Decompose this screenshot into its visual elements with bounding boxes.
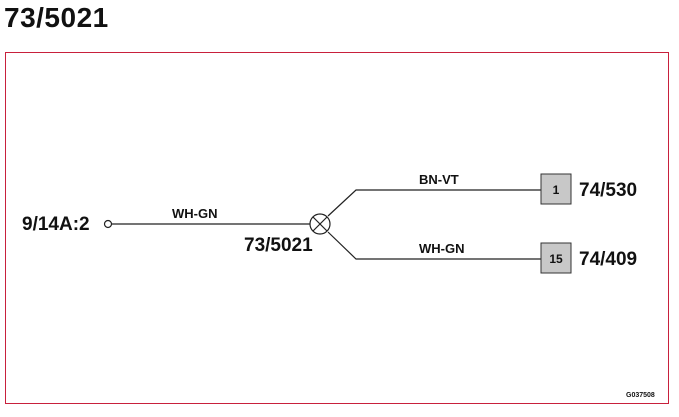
splice-label: 73/5021 bbox=[244, 235, 313, 256]
target-label-1: 74/530 bbox=[579, 180, 637, 201]
source-terminal-circle bbox=[103, 219, 113, 229]
connector-pin-label-2: 15 bbox=[549, 252, 563, 266]
branch-wire-2 bbox=[327, 231, 541, 260]
diagram-frame bbox=[5, 52, 669, 404]
splice-icon bbox=[309, 213, 331, 235]
branch-wire-1 bbox=[327, 189, 541, 217]
page-title: 73/5021 bbox=[4, 2, 109, 33]
branch-wire-label-1: BN-VT bbox=[419, 172, 459, 187]
connector-pin-box-1 bbox=[540, 173, 572, 205]
source-wire-label: WH-GN bbox=[172, 206, 218, 221]
connector-pin-box-2 bbox=[540, 242, 572, 274]
connector-pin-label-1: 1 bbox=[553, 183, 560, 197]
branch-wire-label-2: WH-GN bbox=[419, 241, 465, 256]
target-label-2: 74/409 bbox=[579, 249, 637, 270]
source-terminal-label: 9/14A:2 bbox=[22, 214, 90, 235]
figure-code: G037508 bbox=[626, 392, 655, 399]
